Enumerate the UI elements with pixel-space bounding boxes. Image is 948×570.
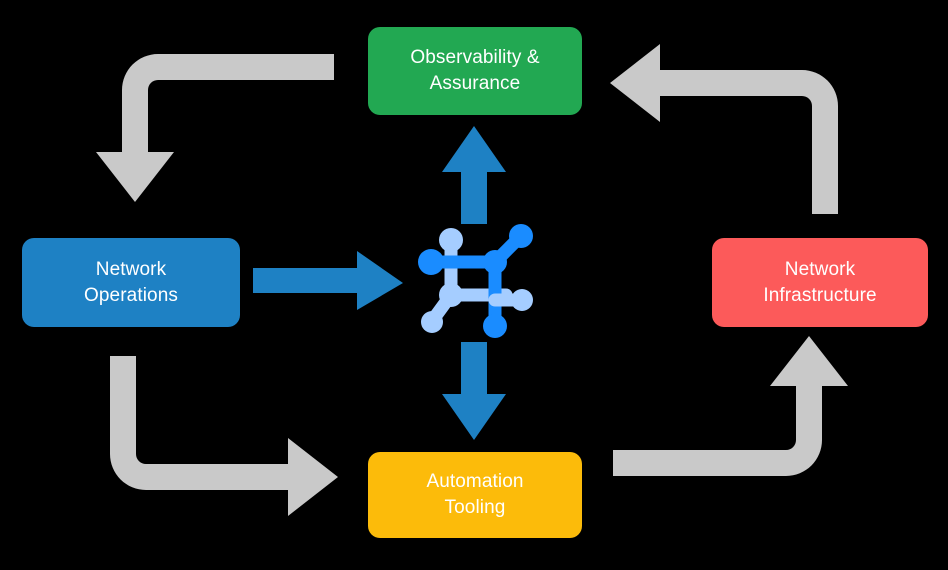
gray-arrow-network-infrastructure-to-observability xyxy=(610,44,838,214)
blue-arrow-center-to-observability xyxy=(442,126,506,224)
blue-arrow-center-to-automation-tooling xyxy=(442,342,506,440)
gray-arrow-automation-tooling-to-network-infrastructure xyxy=(613,336,848,476)
node-box-observability[interactable]: Observability & Assurance xyxy=(368,27,582,115)
blue-arrow-network-operations-to-center xyxy=(253,251,403,310)
node-box-network-operations[interactable]: Network Operations xyxy=(22,238,240,327)
node-box-automation-tooling[interactable]: Automation Tooling xyxy=(368,452,582,538)
node-label-observability: Observability & Assurance xyxy=(410,47,540,94)
node-label-network-operations: Network Operations xyxy=(84,258,178,306)
node-label-network-infrastructure: Network Infrastructure xyxy=(763,258,877,306)
network-topology-icon xyxy=(418,224,533,338)
gray-arrow-network-operations-to-automation-tooling xyxy=(110,356,338,516)
node-box-network-infrastructure[interactable]: Network Infrastructure xyxy=(712,238,928,327)
node-label-automation-tooling: Automation Tooling xyxy=(426,471,524,518)
gray-arrow-observability-to-network-operations xyxy=(96,54,334,202)
